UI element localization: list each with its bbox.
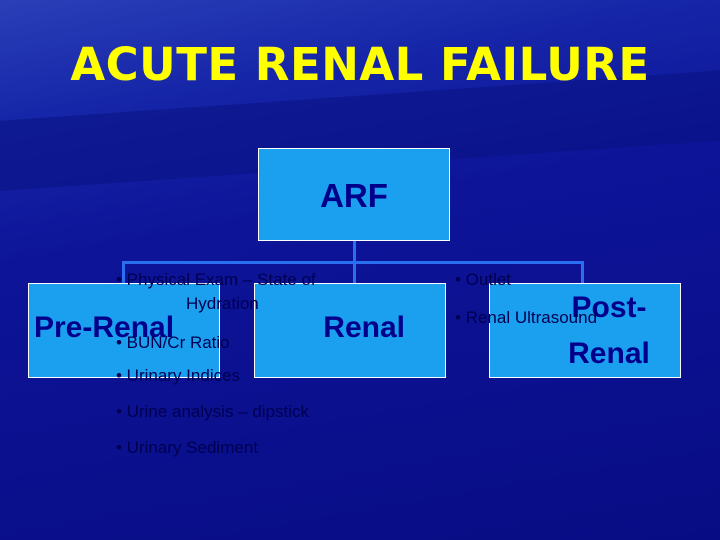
bullet-item: • BUN/Cr Ratio bbox=[116, 333, 230, 352]
bullet-item: • Urinary Indices bbox=[116, 366, 241, 385]
node-pre-renal: Pre-Renal bbox=[28, 283, 220, 378]
node-renal: Renal bbox=[254, 283, 446, 378]
connector-root-down bbox=[353, 241, 356, 263]
bullet-item: • Urine analysis – dipstick bbox=[116, 402, 310, 421]
connector-renal-down bbox=[353, 261, 356, 283]
node-renal-label: Renal bbox=[323, 310, 405, 344]
node-post-renal: Post- Renal bbox=[489, 283, 681, 378]
connector-pre-down bbox=[122, 261, 125, 283]
bullet-item: • Renal Ultrasound bbox=[455, 308, 598, 327]
node-post-renal-label-line2: Renal bbox=[568, 336, 650, 370]
slide-title: ACUTE RENAL FAILURE bbox=[70, 38, 650, 91]
bullet-item: • Physical Exam – State of bbox=[116, 270, 316, 289]
connector-post-down bbox=[581, 261, 584, 283]
node-pre-renal-label: Pre-Renal bbox=[34, 310, 175, 344]
node-post-renal-label-line1: Post- bbox=[571, 290, 647, 324]
node-arf-label: ARF bbox=[320, 177, 388, 214]
bullet-item: • Outlet bbox=[455, 270, 512, 289]
bullet-item: • Urinary Sediment bbox=[116, 438, 259, 457]
node-arf: ARF bbox=[258, 148, 450, 241]
bullet-item: Hydration bbox=[186, 294, 259, 313]
